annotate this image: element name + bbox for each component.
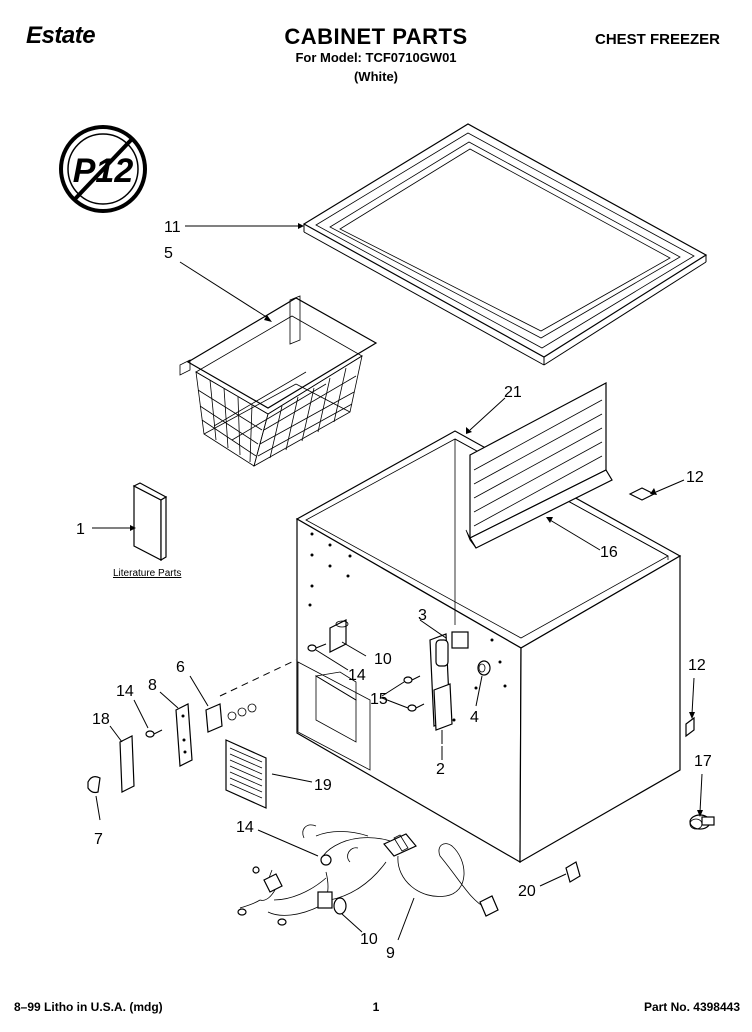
lid-gasket [302,123,708,366]
callout-2: 2 [436,761,445,778]
page-title: CABINET PARTS [284,24,468,49]
callout-12-side: 12 [688,657,706,674]
leveling-leg-17 [689,814,715,830]
literature-parts-label: Literature Parts [113,568,181,579]
callout-12-top: 12 [686,469,704,486]
callout-17: 17 [694,753,712,770]
product-type: CHEST FREEZER [594,31,720,48]
callout-20: 20 [518,883,536,900]
literature-booklet: Literature Parts [113,482,181,579]
callout-14-lower: 14 [236,819,254,836]
callout-15: 15 [370,691,388,708]
callout-4: 4 [470,709,479,726]
callout-14-upper: 14 [348,667,366,684]
hinge-8 [175,703,193,767]
clip-20 [565,861,581,883]
divider-panel [465,382,613,549]
wiring-harness-9 [237,824,499,926]
model-number: For Model: TCF0710GW01 [295,50,457,65]
badge-slash [73,137,134,201]
strip-18 [119,735,135,793]
switch-6 [205,703,257,733]
grille-19 [225,739,267,809]
part-number: Part No. 4398443 [643,1000,740,1014]
leader-lines [92,223,703,941]
brand-logo: Estate [26,22,96,49]
callout-5: 5 [164,245,173,262]
callout-3: 3 [418,607,427,624]
screw-14-left [145,729,163,738]
callout-10-lower: 10 [360,931,378,948]
callout-9: 9 [386,945,395,962]
page-number: 1 [372,1000,380,1014]
print-info: 8–99 Litho in U.S.A. (mdg) [14,1000,163,1014]
callout-1: 1 [76,521,85,538]
callout-18: 18 [92,711,110,728]
callout-8: 8 [148,677,157,694]
callout-16: 16 [600,544,618,561]
knob-4 [477,660,491,676]
callout-19: 19 [314,777,332,794]
callout-10-upper: 10 [374,651,392,668]
callout-14-left: 14 [116,683,134,700]
callout-7: 7 [94,831,103,848]
callout-21: 21 [504,384,522,401]
p12-badge: P12 [59,125,147,213]
thermostat-assembly [429,631,469,744]
wire-basket [179,295,378,467]
callout-11: 11 [164,219,181,236]
label-12-side [685,716,695,738]
callout-6: 6 [176,659,185,676]
model-color: (White) [353,69,399,84]
screws-15 [403,675,425,712]
clip-7 [87,776,101,794]
